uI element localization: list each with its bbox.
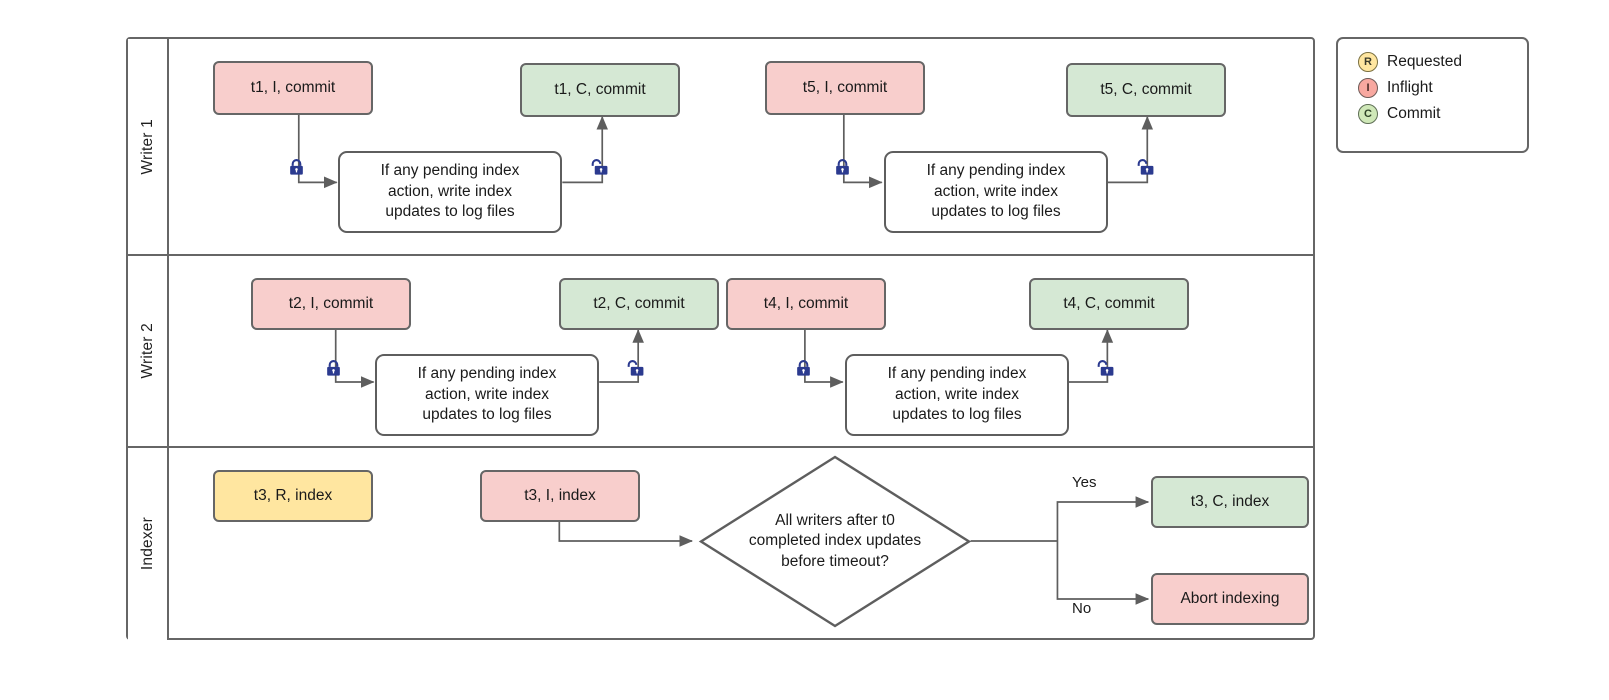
node-ix-decision[interactable]: All writers after t0 completed index upd… bbox=[698, 454, 972, 629]
edge-label-no: No bbox=[1072, 600, 1092, 617]
legend-label-commit: Commit bbox=[1387, 105, 1441, 122]
decision-line-1: All writers after t0 bbox=[775, 511, 895, 529]
legend-label-requested: Requested bbox=[1387, 53, 1462, 70]
decision-line-2: completed index updates bbox=[748, 532, 922, 550]
process-line-1: If any pending index bbox=[417, 365, 557, 383]
legend-item-commit: C Commit bbox=[1358, 101, 1527, 127]
legend-item-requested: R Requested bbox=[1358, 49, 1527, 75]
edge-label-yes: Yes bbox=[1072, 474, 1097, 491]
process-line-2: action, write index bbox=[894, 385, 1020, 403]
process-line-2: action, write index bbox=[387, 182, 513, 200]
lane-label-writer-1: Writer 1 bbox=[128, 39, 169, 254]
process-line-3: updates to log files bbox=[931, 203, 1061, 221]
decision-diamond-shape bbox=[698, 455, 972, 628]
lock-open-icon bbox=[590, 158, 609, 177]
decision-label: All writers after t0 completed index upd… bbox=[720, 511, 950, 573]
lane-label-writer-2-text: Writer 2 bbox=[138, 323, 156, 379]
swimlane-writer-1: Writer 1 t1, I, commit bbox=[128, 39, 1313, 254]
lane-body-writer-2: t2, I, commit If any pending index actio… bbox=[169, 256, 1313, 446]
node-ix-t3-requested[interactable]: t3, R, index bbox=[213, 470, 373, 522]
node-w2-t4-inflight[interactable]: t4, I, commit bbox=[726, 278, 886, 330]
lock-closed-icon bbox=[794, 359, 813, 378]
node-ix-t3-commit[interactable]: t3, C, index bbox=[1151, 476, 1309, 528]
process-line-1: If any pending index bbox=[926, 162, 1066, 180]
node-w2-t4-commit[interactable]: t4, C, commit bbox=[1029, 278, 1189, 330]
swimlane-writer-2: Writer 2 t2, I, commit If any pending in… bbox=[128, 254, 1313, 446]
process-line-1: If any pending index bbox=[887, 365, 1027, 383]
lock-closed-icon bbox=[287, 158, 306, 177]
status-badge-commit-icon: C bbox=[1358, 104, 1378, 124]
swimlane-indexer: Indexer t3, R, index t3, I, index bbox=[128, 446, 1313, 640]
node-w1-process-1[interactable]: If any pending index action, write index… bbox=[338, 151, 562, 233]
lane-body-writer-1: t1, I, commit If any pending index actio… bbox=[169, 39, 1313, 254]
decision-line-3: before timeout? bbox=[781, 552, 889, 570]
status-badge-requested-icon: R bbox=[1358, 52, 1378, 72]
lock-open-icon bbox=[1096, 359, 1115, 378]
lock-open-icon bbox=[626, 359, 645, 378]
lane-label-writer-2: Writer 2 bbox=[128, 256, 169, 446]
node-w2-t2-commit[interactable]: t2, C, commit bbox=[559, 278, 719, 330]
node-w2-process-2[interactable]: If any pending index action, write index… bbox=[845, 354, 1069, 436]
node-w1-t5-inflight[interactable]: t5, I, commit bbox=[765, 61, 925, 115]
process-line-3: updates to log files bbox=[422, 406, 552, 424]
lock-closed-icon bbox=[324, 359, 343, 378]
process-line-2: action, write index bbox=[933, 182, 1059, 200]
lock-closed-icon bbox=[833, 158, 852, 177]
lane-body-indexer: t3, R, index t3, I, index All writers af… bbox=[169, 448, 1313, 640]
lane-label-indexer-text: Indexer bbox=[138, 517, 156, 571]
legend-label-inflight: Inflight bbox=[1387, 79, 1433, 96]
process-line-1: If any pending index bbox=[380, 162, 520, 180]
status-badge-inflight-icon: I bbox=[1358, 78, 1378, 98]
node-w1-t1-inflight[interactable]: t1, I, commit bbox=[213, 61, 373, 115]
node-w2-t2-inflight[interactable]: t2, I, commit bbox=[251, 278, 411, 330]
node-ix-t3-inflight[interactable]: t3, I, index bbox=[480, 470, 640, 522]
process-line-2: action, write index bbox=[424, 385, 550, 403]
process-line-3: updates to log files bbox=[892, 406, 1022, 424]
lane-label-indexer: Indexer bbox=[128, 448, 169, 640]
swimlane-pool: Writer 1 t1, I, commit bbox=[126, 37, 1315, 640]
legend-item-inflight: I Inflight bbox=[1358, 75, 1527, 101]
process-line-3: updates to log files bbox=[385, 203, 515, 221]
node-ix-abort[interactable]: Abort indexing bbox=[1151, 573, 1309, 625]
node-w1-t1-commit[interactable]: t1, C, commit bbox=[520, 63, 680, 117]
node-w1-process-2[interactable]: If any pending index action, write index… bbox=[884, 151, 1108, 233]
lane-label-writer-1-text: Writer 1 bbox=[138, 118, 156, 175]
legend-panel: R Requested I Inflight C Commit bbox=[1336, 37, 1529, 153]
lock-open-icon bbox=[1136, 158, 1155, 177]
node-w2-process-1[interactable]: If any pending index action, write index… bbox=[375, 354, 599, 436]
node-w1-t5-commit[interactable]: t5, C, commit bbox=[1066, 63, 1226, 117]
